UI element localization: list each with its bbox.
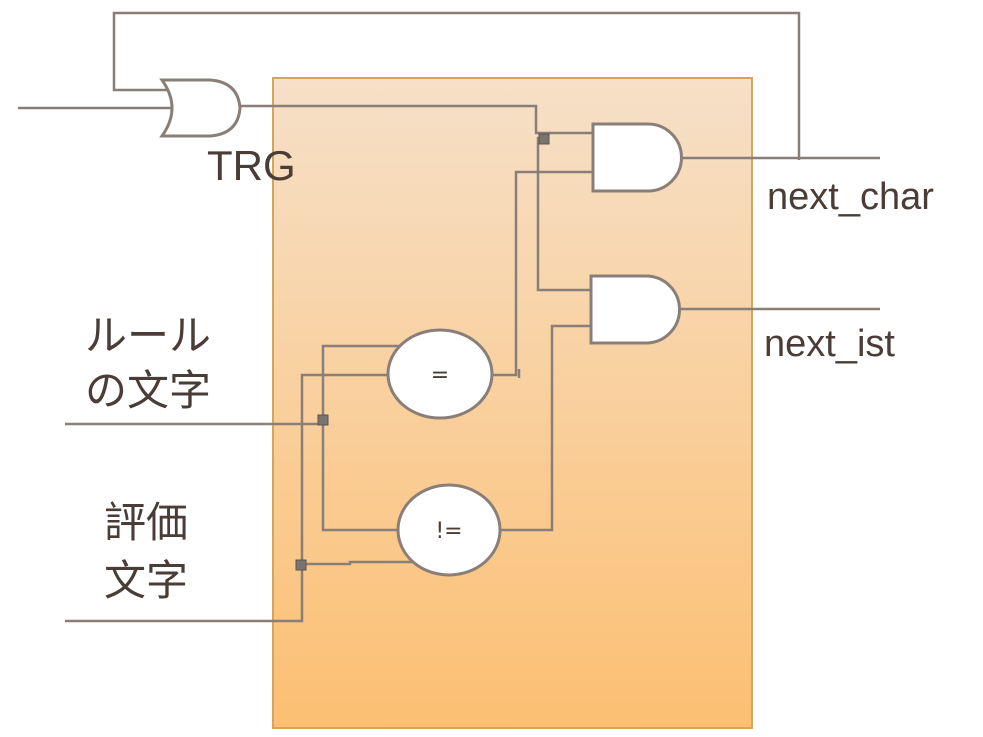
not-equal-output-wire xyxy=(500,324,595,532)
equal-operator-label: = xyxy=(431,363,449,388)
equal-comparator xyxy=(386,328,494,420)
or-gate xyxy=(159,78,242,138)
junction-dot xyxy=(538,133,550,145)
and-gate-next-char xyxy=(591,122,683,193)
junction-dot xyxy=(317,414,329,426)
eval-char-label-line1: 評価 xyxy=(104,499,188,546)
or-output-wire xyxy=(240,104,595,135)
junctions xyxy=(295,133,550,571)
trg-label: TRG xyxy=(207,142,296,189)
rule-char-input-wire xyxy=(65,422,402,532)
eval-char-label-line2: 文字 xyxy=(104,557,188,604)
not-equal-comparator xyxy=(396,483,502,577)
next-ist-label: next_ist xyxy=(764,323,895,365)
not-equal-operator-label: != xyxy=(435,519,462,544)
wires xyxy=(18,11,880,623)
feedback-wire xyxy=(112,11,801,160)
processing-block xyxy=(272,77,753,729)
equal-output-wire xyxy=(492,170,595,377)
rule-char-label-line1: ルール xyxy=(85,312,211,359)
and-gate-next-ist xyxy=(589,274,681,345)
rule-char-label-line2: の文字 xyxy=(85,367,211,414)
eval-char-input-wire xyxy=(65,373,392,623)
next-char-label: next_char xyxy=(767,176,934,218)
junction-dot xyxy=(295,559,307,571)
